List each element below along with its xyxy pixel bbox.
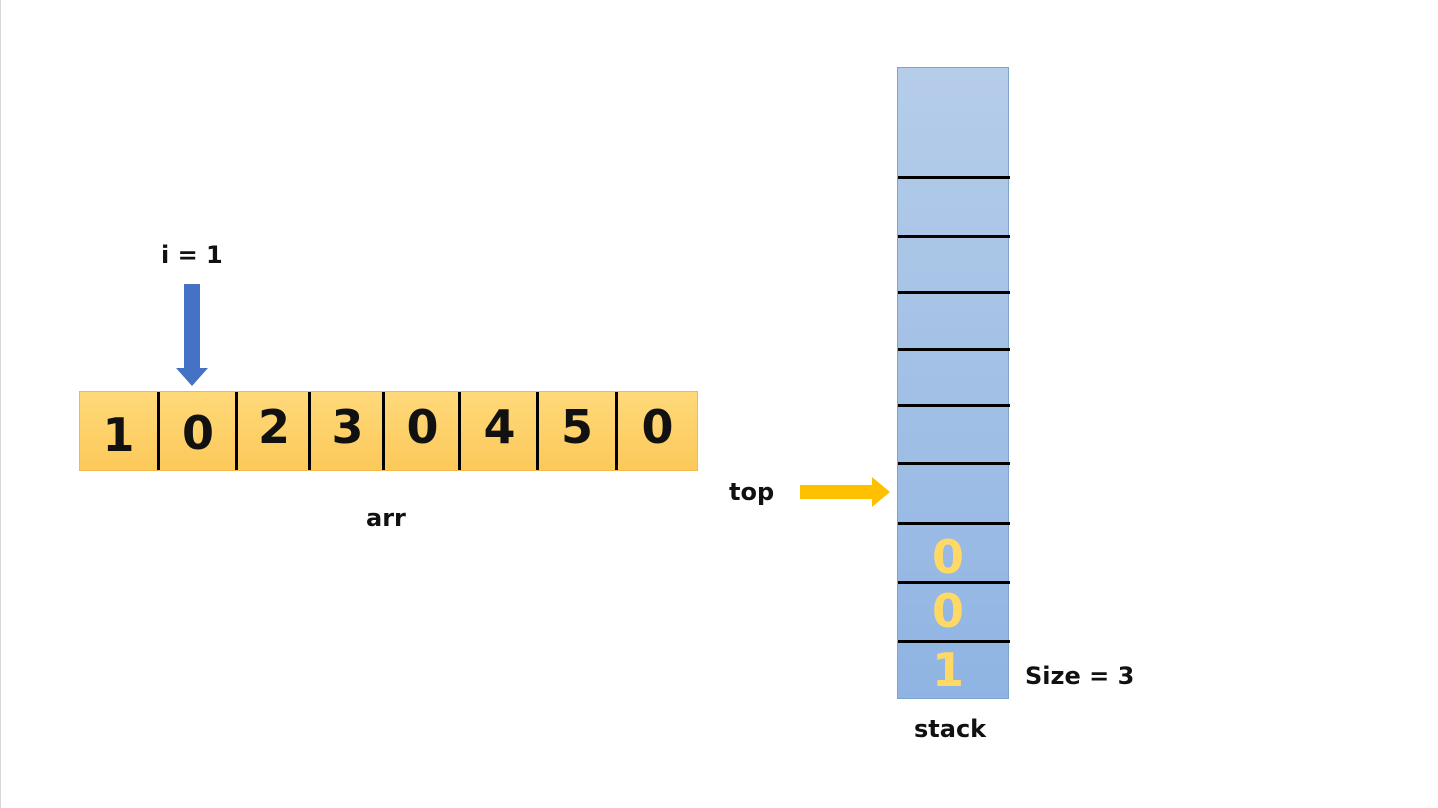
array-cell: 1 [102,408,135,462]
array-cell: 3 [331,400,364,454]
array-cell: 5 [560,400,593,454]
stack-element: 0 [931,530,964,584]
stack-divider [898,640,1010,643]
array-cell: 0 [641,400,674,454]
stack-box: 0 0 1 [897,67,1010,699]
top-pointer-label: top [729,478,775,506]
stack-divider [898,404,1010,407]
index-pointer-label: i = 1 [161,241,223,269]
array-label: arr [366,504,406,532]
array-cell: 0 [406,400,439,454]
array-divider [157,392,160,470]
array-cell: 4 [483,400,516,454]
array-box: 1 0 2 3 0 4 5 0 [79,391,698,471]
array-divider [308,392,311,470]
stack-divider [898,581,1010,584]
stack-divider [898,235,1010,238]
stack-divider [898,462,1010,465]
stack-divider [898,522,1010,525]
array-cell: 0 [181,406,214,460]
top-pointer-arrow-icon [800,477,890,507]
array-divider [382,392,385,470]
array-cell: 2 [257,400,290,454]
stack-label: stack [914,715,987,743]
array-divider [536,392,539,470]
array-divider [235,392,238,470]
stack-divider [898,291,1010,294]
array-divider [615,392,618,470]
stack-element: 0 [931,584,964,638]
stack-element: 1 [931,643,964,697]
index-pointer-arrow-icon [176,284,208,386]
stack-divider [898,348,1010,351]
stack-size-label: Size = 3 [1025,662,1135,690]
stack-divider [898,176,1010,179]
array-divider [458,392,461,470]
